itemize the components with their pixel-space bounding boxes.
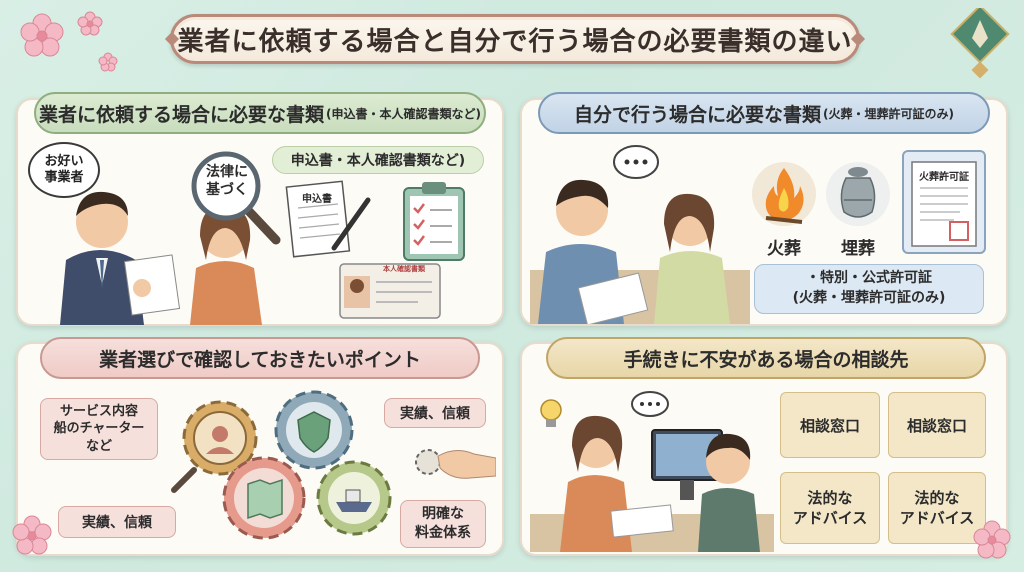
gear-icon	[182, 400, 258, 476]
self-note-box: ・特別・公式許可証 (火葬・埋葬許可証のみ)	[754, 264, 984, 314]
speech-bubble-icon	[631, 391, 669, 417]
panel4-heading: 手続きに不安がある場合の相談先	[546, 337, 986, 379]
panel2-heading-note: (火葬・埋葬許可証のみ)	[823, 106, 954, 121]
consult-window-a: 相談窓口	[780, 392, 880, 458]
shield-icon	[274, 390, 354, 470]
speech-bubble-dealer: お好い 事業者	[28, 142, 100, 198]
self-note-line2: (火葬・埋葬許可証のみ)	[792, 290, 946, 306]
speech-bubble-icon	[613, 145, 659, 179]
panel2-heading-text: 自分で行う場合に必要な書類	[574, 103, 822, 126]
title-banner: 業者に依頼する場合と自分で行う場合の必要書類の違い	[170, 14, 860, 64]
panel1-heading-note: (申込書・本人確認書類など)	[326, 106, 481, 121]
gears-cluster	[171, 390, 392, 540]
clipboard-icon	[403, 182, 465, 261]
hand-holding-gear-icon	[415, 449, 496, 479]
consult-window-b: 相談窓口	[888, 392, 986, 458]
self-family-illustration	[530, 179, 750, 324]
panel1-heading: 業者に依頼する場合に必要な書類(申込書・本人確認書類など)	[34, 92, 486, 134]
clear-pricing-box: 明確な 料金体系	[400, 500, 486, 548]
docs-label-text: 申込書・本人確認書類など)	[290, 153, 466, 169]
service-note-box: サービス内容 船のチャーター など	[40, 398, 158, 460]
certificate-icon	[911, 161, 977, 247]
logo-leaf-icon	[950, 8, 1010, 79]
pen-icon	[331, 197, 371, 251]
sakura-icon	[20, 11, 118, 72]
legal-advice-b: 法的な アドバイス	[888, 472, 986, 544]
burial-label: 埋葬	[841, 239, 875, 259]
record-trust-top: 実績、信頼	[384, 398, 486, 428]
record-trust-bottom: 実績、信頼	[58, 506, 176, 538]
panel1-heading-text: 業者に依頼する場合に必要な書類	[39, 103, 325, 126]
map-icon	[222, 456, 306, 540]
application-form-icon	[285, 180, 371, 258]
permit-label: 火葬許可証	[919, 172, 969, 183]
sakura-icon	[973, 520, 1011, 559]
consultation-illustration	[530, 415, 774, 552]
magnifier-small-icon	[171, 467, 197, 493]
monitor-icon	[651, 429, 723, 500]
self-note-line1: ・特別・公式許可証	[806, 270, 932, 287]
panel3-heading-text: 業者選びで確認しておきたいポイント	[99, 348, 421, 371]
lightbulb-icon	[540, 399, 562, 427]
fire-icon	[765, 168, 804, 224]
form-label: 申込書	[302, 194, 332, 205]
page-title: 業者に依頼する場合と自分で行う場合の必要書類の違い	[177, 26, 853, 57]
vendor-staff-illustration	[60, 191, 262, 325]
panel4-heading-text: 手続きに不安がある場合の相談先	[623, 348, 909, 371]
ship-icon	[316, 460, 392, 536]
cremation-label: 火葬	[767, 239, 801, 259]
urn-icon	[840, 167, 876, 218]
magnifier-icon	[191, 151, 281, 245]
law-based-label: 法律に 基づく	[206, 164, 248, 198]
sakura-icon	[12, 515, 52, 555]
id-card-icon	[339, 263, 441, 319]
id-card-label: 本人確認書類	[383, 265, 425, 273]
docs-label-pill: 申込書・本人確認書類など)	[272, 146, 484, 174]
panel3-heading: 業者選びで確認しておきたいポイント	[40, 337, 480, 379]
panel2-heading: 自分で行う場合に必要な書類(火葬・埋葬許可証のみ)	[538, 92, 990, 134]
legal-advice-a: 法的な アドバイス	[780, 472, 880, 544]
